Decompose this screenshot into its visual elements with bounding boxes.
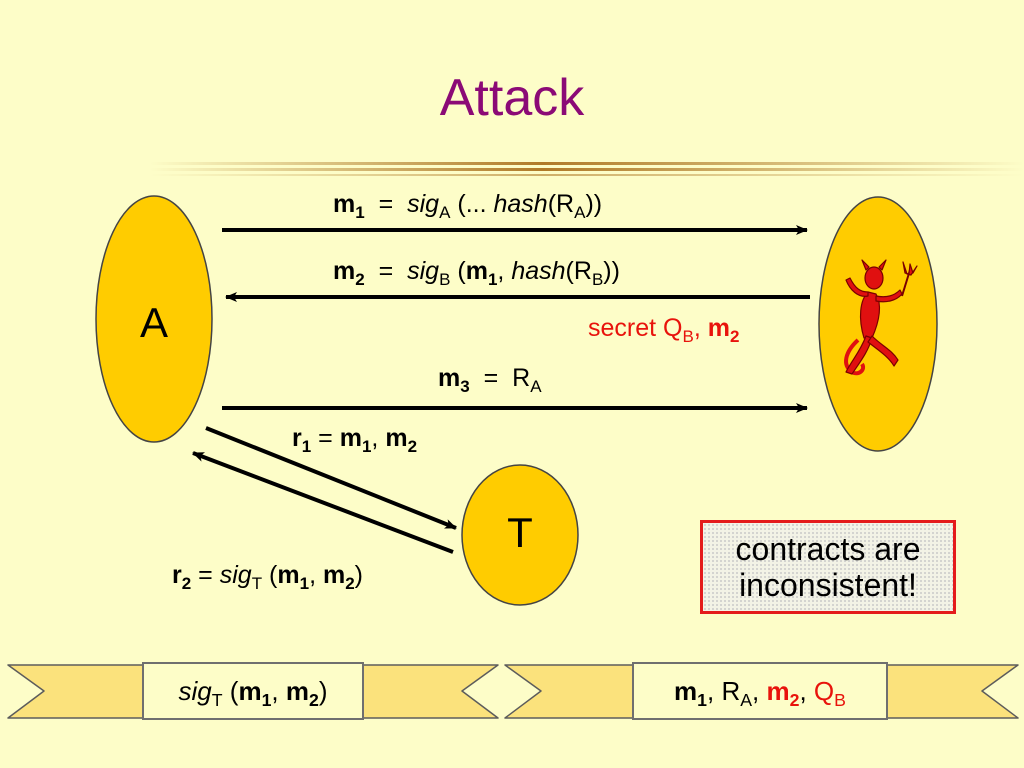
message-m3-label: m3 = RA: [438, 364, 542, 396]
node-attacker: [818, 196, 938, 452]
node-a: [95, 195, 213, 443]
node-t: [461, 464, 579, 606]
banner-left: sigT (m1, m2): [142, 662, 364, 720]
devil-icon: [844, 259, 918, 376]
title-divider: [150, 162, 1024, 176]
arrow-r1: [205, 426, 457, 530]
node-a-label: A: [139, 299, 168, 346]
banner-left-ribbon: [7, 664, 499, 719]
banner-right-ribbon: [504, 664, 1019, 719]
callout-line-2: inconsistent!: [739, 567, 917, 603]
message-r1-label: r1 = m1, m2: [292, 424, 418, 456]
slide-title: Attack: [439, 69, 585, 127]
inconsistency-callout: contracts are inconsistent!: [700, 520, 956, 614]
message-m2-label: m2 = sigB (m1, hash(RB)): [333, 257, 620, 289]
secret-label: secret QB, m2: [588, 314, 740, 346]
message-m1-label: m1 = sigA (... hash(RA)): [333, 190, 603, 222]
callout-line-1: contracts are: [735, 531, 921, 567]
banner-right: m1, RA, m2, QB: [632, 662, 888, 720]
node-t-label: T: [507, 509, 533, 556]
message-r2-label: r2 = sigT (m1, m2): [172, 561, 363, 593]
arrow-r2: [192, 451, 454, 554]
